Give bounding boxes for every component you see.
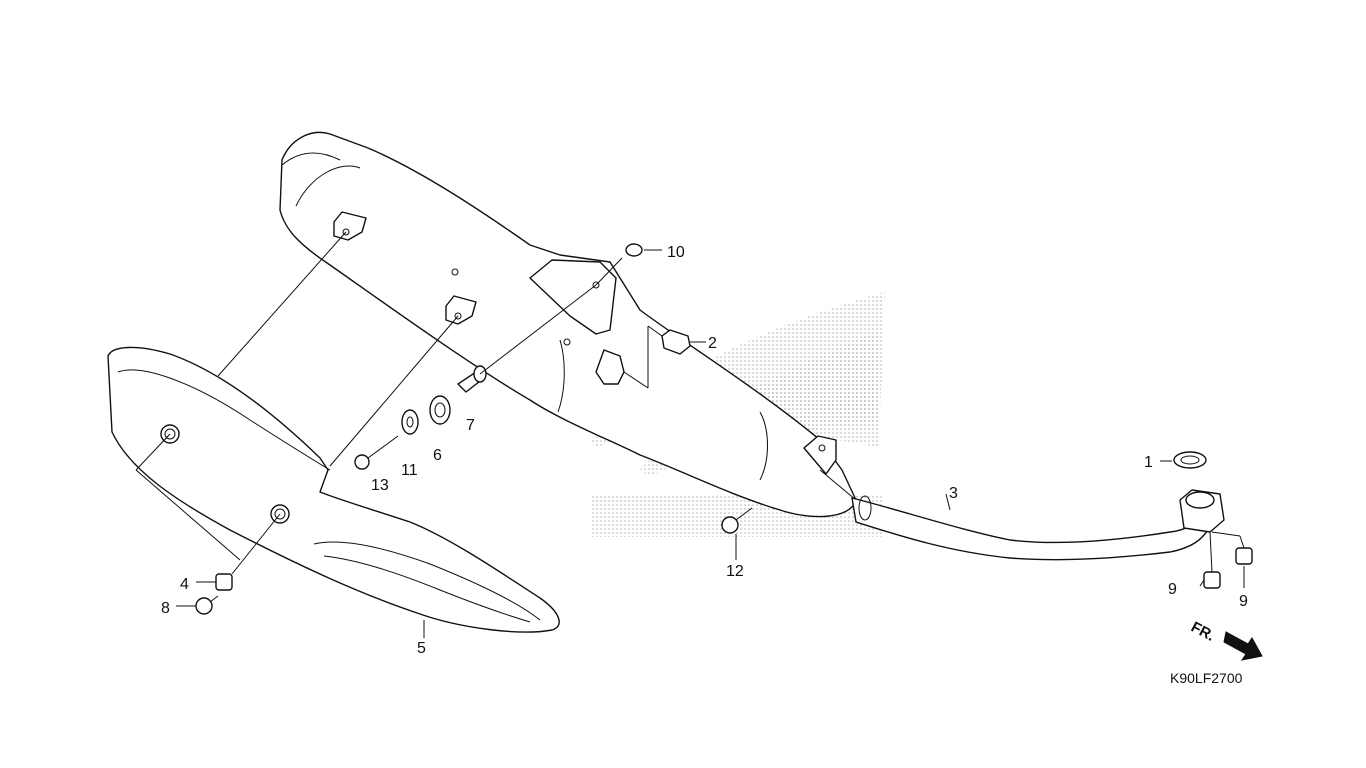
part-screw-8 <box>195 595 219 615</box>
callout-9b: 9 <box>1239 593 1248 610</box>
muffler <box>279 131 857 518</box>
leader-lines <box>135 231 1245 638</box>
diagram-code: K90LF2700 <box>1170 670 1243 686</box>
callout-8: 8 <box>161 600 170 617</box>
part-bolt-13 <box>354 435 399 470</box>
direction-label: FR. <box>1188 619 1217 645</box>
part-washer-11 <box>401 409 419 435</box>
callout-10: 10 <box>667 244 685 261</box>
callout-5: 5 <box>417 640 426 657</box>
exhaust-pipe <box>851 489 1225 561</box>
callout-9a: 9 <box>1168 581 1177 598</box>
callout-6: 6 <box>433 447 442 464</box>
part-nut-9b <box>1235 547 1253 565</box>
part-pin-7 <box>457 365 487 393</box>
callouts: 1 2 3 4 5 6 7 8 9 9 10 11 12 13 <box>161 244 1248 657</box>
part-gasket-1 <box>1173 451 1207 469</box>
part-rubber-2 <box>661 329 691 355</box>
callout-2: 2 <box>708 335 717 352</box>
callout-13: 13 <box>371 477 389 494</box>
heat-shield <box>107 346 560 633</box>
direction-indicator: FR. <box>1188 619 1263 661</box>
arrow-right-icon <box>1223 631 1263 661</box>
part-nut-9a <box>1203 571 1221 589</box>
callout-11: 11 <box>401 462 418 479</box>
callout-3: 3 <box>949 485 958 502</box>
part-nut-10 <box>625 243 643 257</box>
callout-4: 4 <box>180 576 189 593</box>
part-bolt-12 <box>721 507 753 534</box>
callout-1: 1 <box>1144 454 1153 471</box>
part-collar-6 <box>429 395 451 425</box>
callout-12: 12 <box>726 563 744 580</box>
part-grommet-4 <box>215 573 233 591</box>
callout-7: 7 <box>466 417 475 434</box>
